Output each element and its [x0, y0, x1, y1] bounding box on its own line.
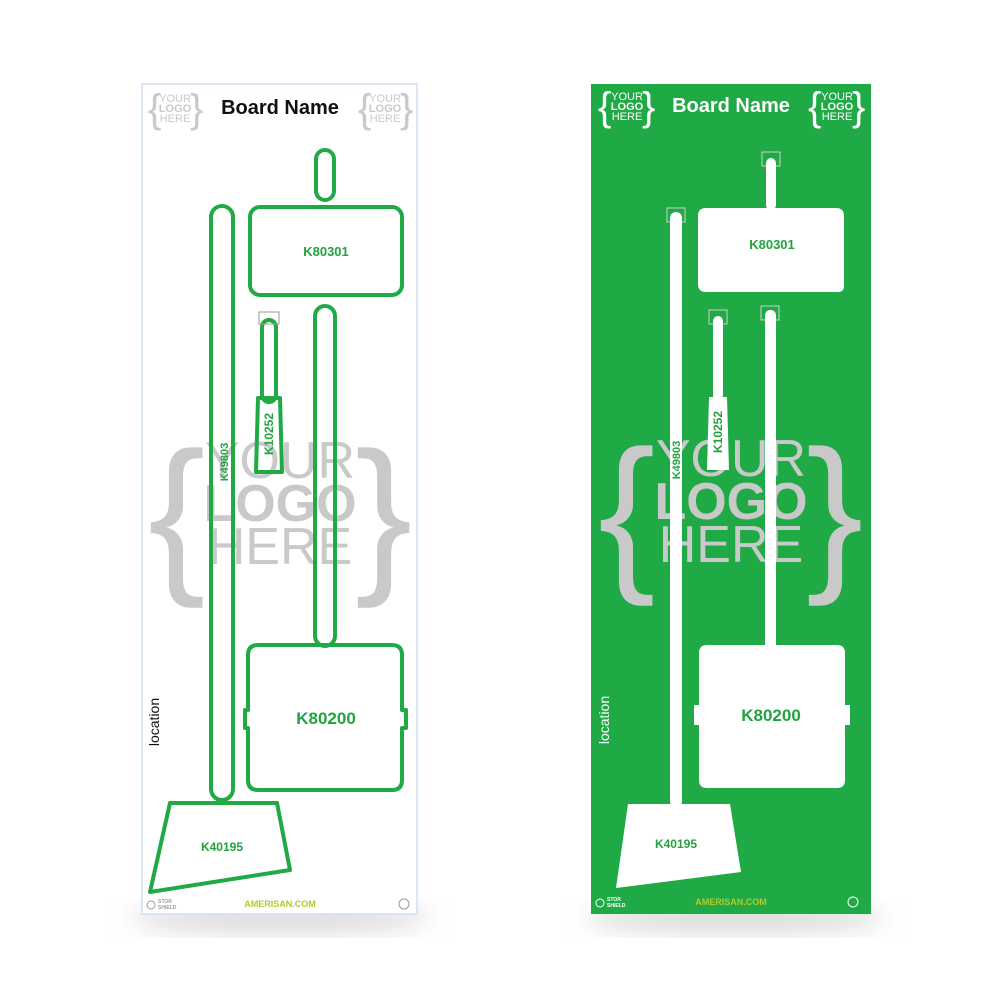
green-dustpan-handle	[766, 158, 776, 210]
white-small-logo-left-line1: YOUR	[159, 93, 191, 105]
green-small-logo-left-line3: HERE	[612, 111, 643, 123]
white-small-logo-left-line3: HERE	[160, 113, 191, 125]
green-board: { } YOUR LOGO HERE { } YOUR LOGO HERE Bo…	[591, 84, 871, 914]
green-corner-mark-icon	[847, 896, 859, 908]
green-stor-shield-icon	[595, 898, 605, 908]
green-small-logo-left-line1: YOUR	[611, 91, 643, 103]
white-big-logo-line2: LOGO	[203, 475, 356, 533]
green-small-logo-left-brace-r: }	[642, 85, 655, 129]
white-brush-label: K10252	[262, 413, 276, 455]
white-broom-handle-outline	[209, 204, 235, 802]
green-dustpan-label: K80301	[749, 237, 795, 252]
white-small-logo-right-line1: YOUR	[369, 93, 401, 105]
white-broom-head-outline	[148, 801, 292, 894]
white-brush-handle-outline	[260, 318, 278, 404]
white-brand-line1: STOR	[158, 899, 172, 905]
white-board-tool-outlines	[148, 148, 408, 894]
green-board-tool-shapes	[616, 158, 850, 888]
white-board: { } YOUR LOGO HERE { } YOUR LOGO HERE Bo…	[141, 83, 418, 915]
white-board-panel	[141, 83, 418, 915]
green-brand-line1: STOR	[607, 897, 621, 903]
green-broom-head	[616, 804, 741, 888]
green-board-footer-url: AMERISAN.COM	[695, 897, 767, 907]
white-board-header: { } YOUR LOGO HERE Board Name { } YOUR L…	[148, 87, 413, 131]
green-brush-handle	[713, 316, 723, 400]
green-small-logo-right-brace-r: }	[852, 85, 865, 129]
white-small-logo-right-line3: HERE	[370, 113, 401, 125]
white-board-location-label: location	[146, 698, 162, 746]
white-big-logo-left-brace: {	[148, 417, 205, 609]
white-small-logo-left-brace-r: }	[190, 87, 203, 131]
green-big-logo-right-brace: }	[806, 415, 863, 607]
green-small-logo-right-line1: YOUR	[821, 91, 853, 103]
green-board-location-label: location	[596, 696, 612, 744]
green-big-logo-left-brace: {	[598, 415, 655, 607]
white-broom-handle-label: K49803	[219, 443, 231, 482]
green-lobbypan	[694, 645, 850, 788]
green-lobbypan-handle	[765, 310, 776, 650]
white-brush-hook-icon	[258, 311, 280, 325]
white-dustpan-label: K80301	[303, 244, 349, 259]
white-board-big-logo: { } YOUR LOGO HERE	[148, 417, 412, 609]
green-board-title: Board Name	[672, 95, 790, 117]
green-dustpan	[698, 208, 844, 292]
green-small-logo-left-line2: LOGO	[611, 101, 644, 113]
white-small-logo-right-brace-r: }	[400, 87, 413, 131]
green-brush-label: K10252	[711, 411, 725, 453]
green-big-logo-line3: HERE	[659, 516, 803, 574]
green-small-logo-right-line3: HERE	[822, 111, 853, 123]
white-board-footer-url: AMERISAN.COM	[244, 899, 316, 909]
green-board-header: { } YOUR LOGO HERE Board Name { } YOUR L…	[598, 85, 865, 129]
white-small-logo-left-brace-l: {	[148, 87, 161, 131]
green-small-logo-left-brace-l: {	[598, 85, 611, 129]
green-brush-head	[707, 397, 729, 470]
green-small-logo-right-line2: LOGO	[821, 101, 854, 113]
white-dustpan-outline	[248, 205, 404, 297]
white-lobbypan-label: K80200	[296, 709, 356, 728]
white-corner-mark-icon	[398, 898, 410, 910]
white-small-logo-left-line2: LOGO	[159, 103, 192, 115]
white-brand-line2: SHIELD	[158, 905, 177, 911]
green-brand-line2: SHIELD	[607, 903, 626, 909]
white-lobbypan-outline	[243, 643, 408, 792]
white-big-logo-right-brace: }	[355, 417, 412, 609]
green-broom-handle-label: K49803	[671, 441, 683, 480]
green-lobbypan-label: K80200	[741, 706, 801, 725]
white-board-title: Board Name	[221, 97, 339, 119]
white-stor-shield-icon	[146, 900, 156, 910]
green-broom-head-label: K40195	[655, 837, 697, 851]
white-small-logo-right-brace-l: {	[358, 87, 371, 131]
green-broom-handle	[670, 212, 682, 807]
white-small-logo-right-line2: LOGO	[369, 103, 402, 115]
white-broom-head-label: K40195	[201, 840, 243, 854]
white-brush-head-outline	[254, 396, 284, 474]
green-small-logo-right-brace-l: {	[808, 85, 821, 129]
white-dustpan-handle-outline	[314, 148, 336, 202]
white-big-logo-line3: HERE	[208, 518, 352, 576]
